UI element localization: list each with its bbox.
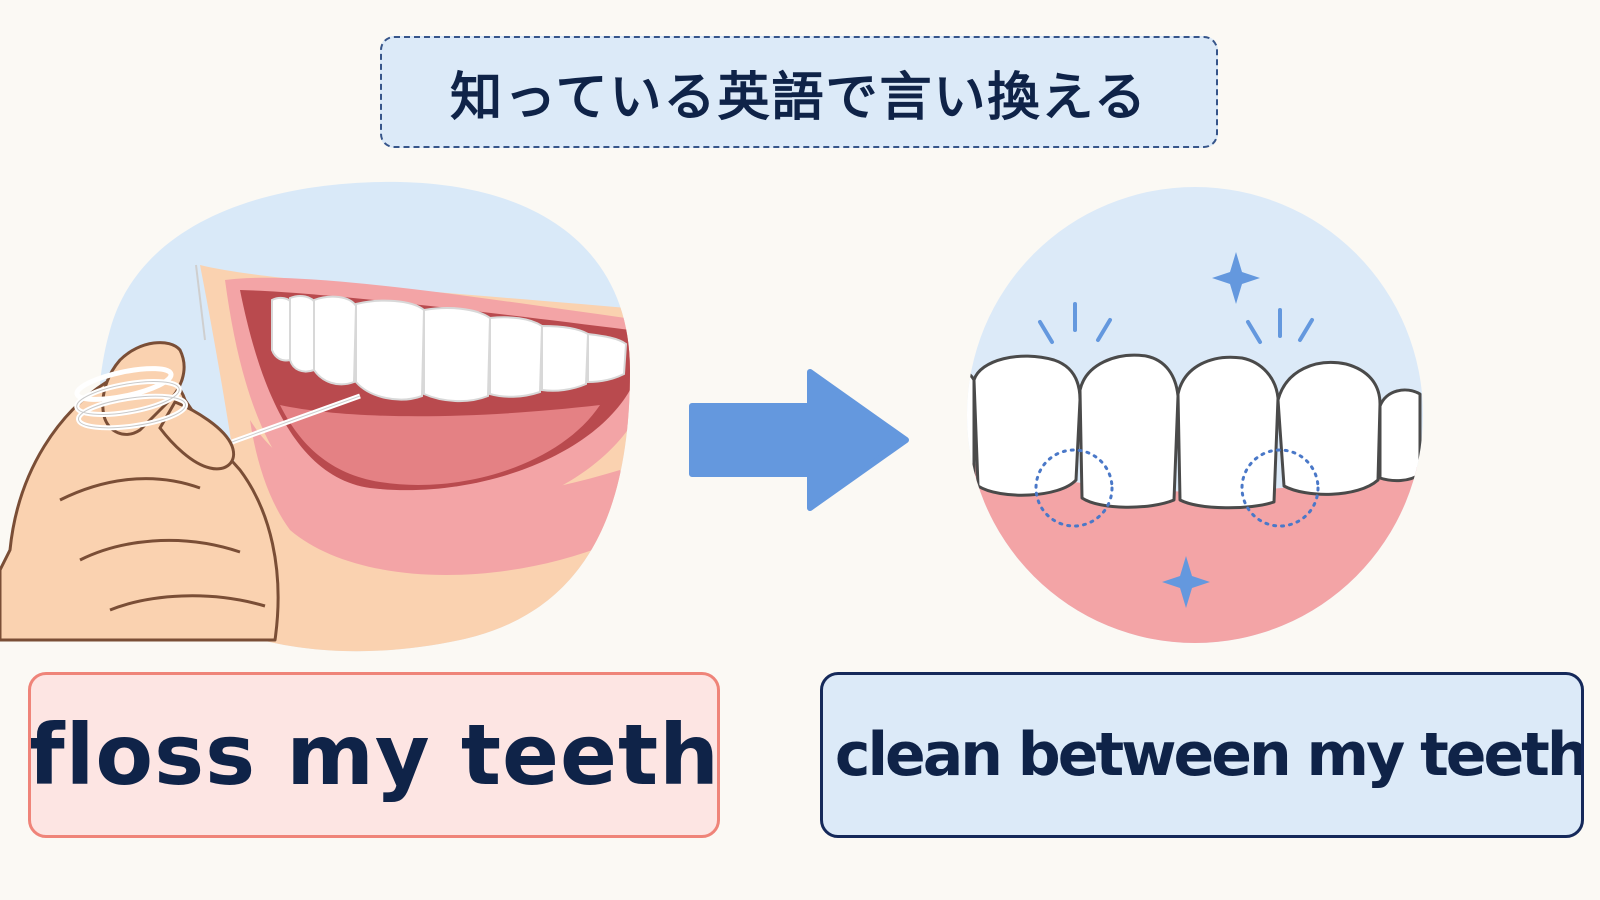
floss-tail bbox=[195, 264, 206, 341]
shine-lines bbox=[1038, 302, 1314, 344]
title-text: 知っている英語で言い換える bbox=[450, 67, 1148, 128]
lower-lip bbox=[250, 420, 631, 575]
sparkle-icon bbox=[1212, 252, 1260, 304]
title-banner: 知っている英語で言い換える bbox=[380, 36, 1218, 148]
phrase-box-floss: floss my teeth bbox=[28, 672, 720, 838]
hand bbox=[0, 341, 280, 642]
interdental-markers bbox=[1034, 448, 1320, 528]
tongue bbox=[280, 405, 600, 485]
sparkle-icon bbox=[1162, 556, 1210, 608]
phrase-clean-between-text: I clean between my teeth. bbox=[820, 720, 1584, 790]
phrase-floss-text: floss my teeth bbox=[28, 706, 720, 804]
right-arrow-icon bbox=[689, 369, 909, 511]
phrase-box-clean-between: I clean between my teeth. bbox=[820, 672, 1584, 838]
clean-teeth-illustration bbox=[967, 187, 1423, 643]
clean-teeth bbox=[967, 353, 1422, 510]
gums bbox=[967, 460, 1423, 643]
flossing-teeth-illustration bbox=[0, 181, 631, 652]
upper-teeth bbox=[271, 295, 628, 403]
